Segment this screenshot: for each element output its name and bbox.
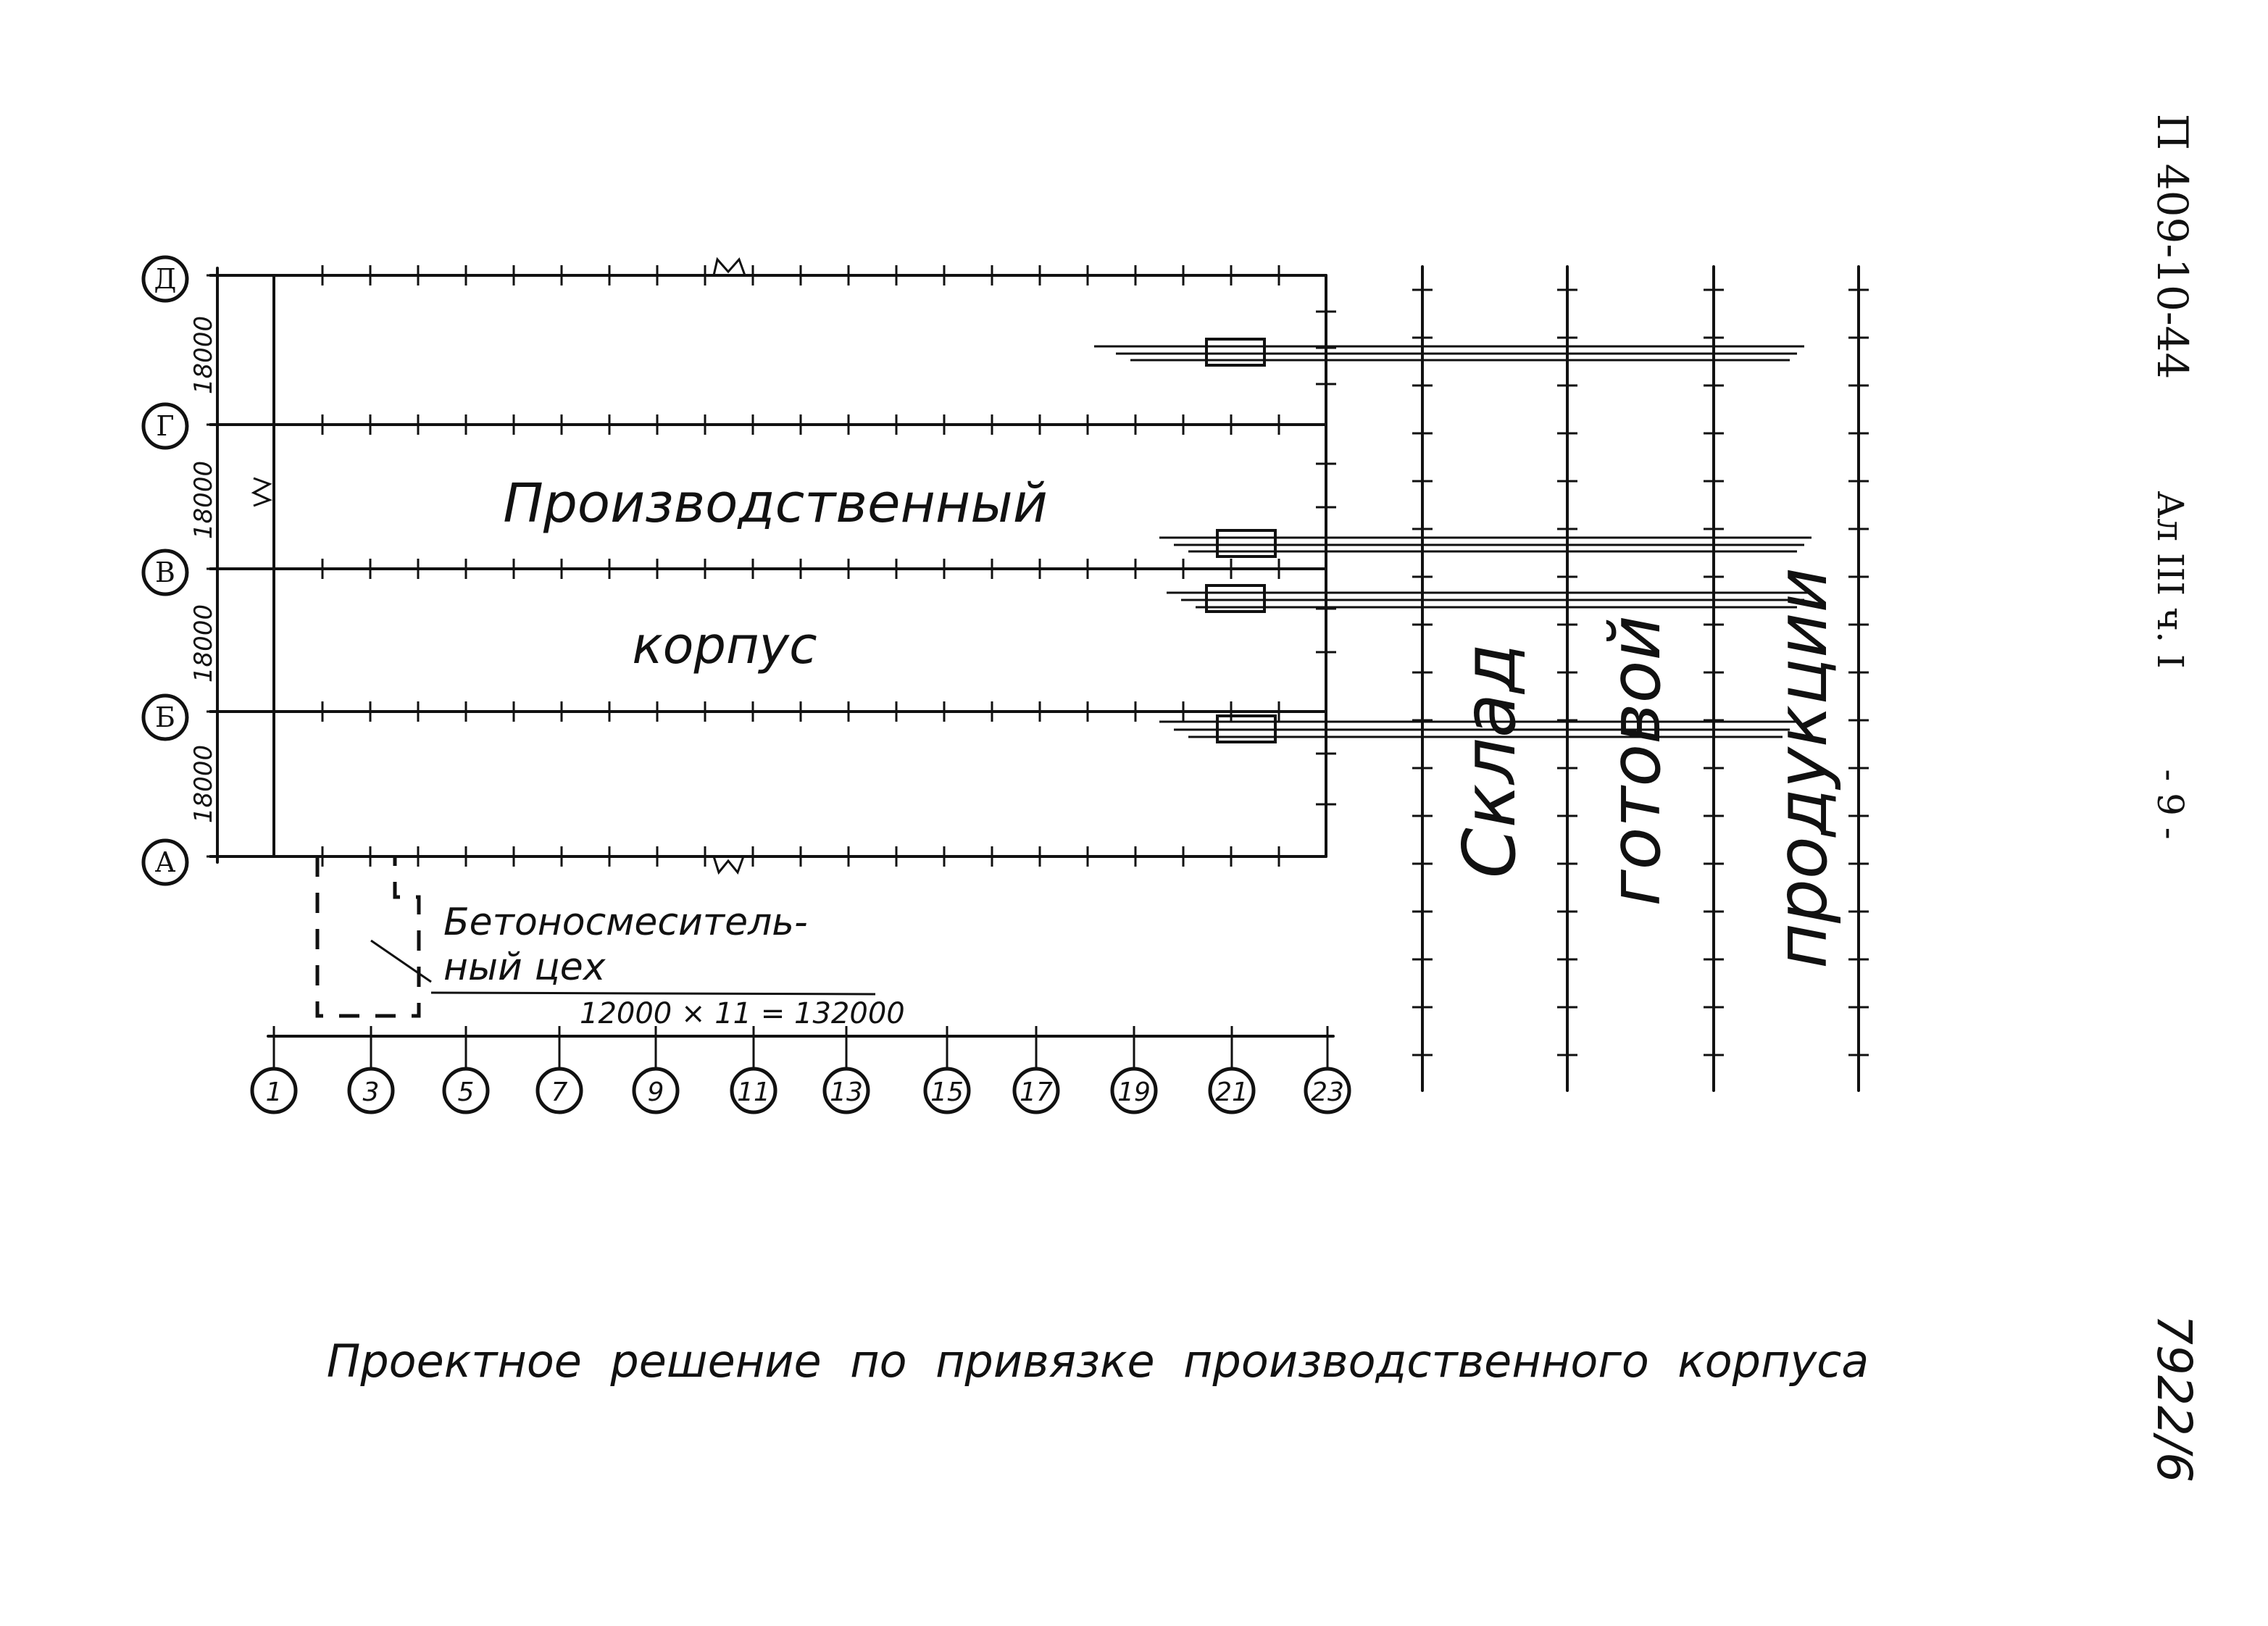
warehouse-label-word1: Склад (1447, 643, 1532, 879)
warehouse-label-word3: продукции (1762, 567, 1843, 969)
column-axis-bubble-17: 17 (1012, 1067, 1060, 1114)
sheet-number: 7922/6 (2146, 1314, 2202, 1483)
row-span-d-g: 18000 (189, 316, 218, 394)
column-axis-bubble-13: 13 (822, 1067, 870, 1114)
row-axis-lines (209, 423, 1327, 713)
svg-text:Д: Д (154, 263, 177, 295)
rail-tracks (1094, 338, 1812, 743)
column-axis-bubble-23: 23 (1304, 1067, 1351, 1114)
column-axis-bubble-7: 7 (535, 1067, 583, 1114)
row-axis-bubble-d: Д (141, 255, 189, 303)
column-dimension-line (267, 1026, 1335, 1071)
column-axis-bubble-15: 15 (923, 1067, 971, 1114)
svg-text:19: 19 (1117, 1077, 1151, 1107)
sheet-page: - 9 - (2149, 769, 2191, 839)
svg-text:11: 11 (737, 1077, 770, 1107)
column-axis-bubble-21: 21 (1208, 1067, 1256, 1114)
grid-ticks (321, 265, 1336, 867)
svg-text:3: 3 (363, 1077, 380, 1107)
column-axis-bubble-9: 9 (632, 1067, 680, 1114)
warehouse-label-word2: готовой (1595, 615, 1676, 906)
row-axis-bubble-g: Г (141, 402, 189, 450)
warehouse-columns (1412, 265, 1869, 1092)
concrete-shop-label-line1: Бетоносмеситель- (443, 901, 808, 944)
sheet-album: Ал III ч. I (2149, 491, 2191, 668)
column-axis-bubble-5: 5 (442, 1067, 490, 1114)
svg-text:Б: Б (155, 701, 175, 733)
svg-text:А: А (155, 846, 176, 878)
svg-text:Г: Г (156, 410, 174, 442)
svg-text:21: 21 (1215, 1077, 1248, 1107)
svg-text:17: 17 (1020, 1077, 1053, 1107)
concrete-shop-label-line2: ный цех (443, 946, 606, 989)
svg-text:В: В (155, 556, 175, 588)
concrete-shop-outline (315, 856, 876, 1018)
svg-text:5: 5 (458, 1077, 475, 1107)
svg-text:15: 15 (930, 1077, 964, 1107)
svg-text:23: 23 (1311, 1077, 1344, 1107)
building-title-line1: Производственный (503, 472, 1048, 535)
row-axis-bubble-a: А (141, 838, 189, 886)
sheet-code: П 409-10-44 (2148, 114, 2197, 380)
row-span-b-a: 18000 (189, 745, 218, 823)
row-span-v-b: 18000 (189, 604, 218, 683)
svg-text:9: 9 (648, 1077, 664, 1107)
row-axis-bubble-v: В (141, 549, 189, 596)
svg-text:1: 1 (266, 1077, 283, 1107)
column-dimension-text: 12000 × 11 = 132000 (580, 997, 905, 1030)
column-axis-bubble-19: 19 (1110, 1067, 1158, 1114)
row-axis-bubble-b: Б (141, 693, 189, 741)
building-title-line2: корпус (632, 616, 817, 675)
column-axis-bubble-11: 11 (730, 1067, 777, 1114)
svg-text:13: 13 (830, 1077, 863, 1107)
column-axis-bubble-1: 1 (250, 1067, 298, 1114)
row-span-g-v: 18000 (189, 461, 218, 539)
row-dimension-line (207, 267, 228, 864)
drawing-caption: Проектное решение по привязке производст… (327, 1335, 1869, 1388)
column-axis-bubble-3: 3 (347, 1067, 395, 1114)
svg-text:7: 7 (551, 1077, 568, 1107)
building-outline (209, 257, 1327, 875)
